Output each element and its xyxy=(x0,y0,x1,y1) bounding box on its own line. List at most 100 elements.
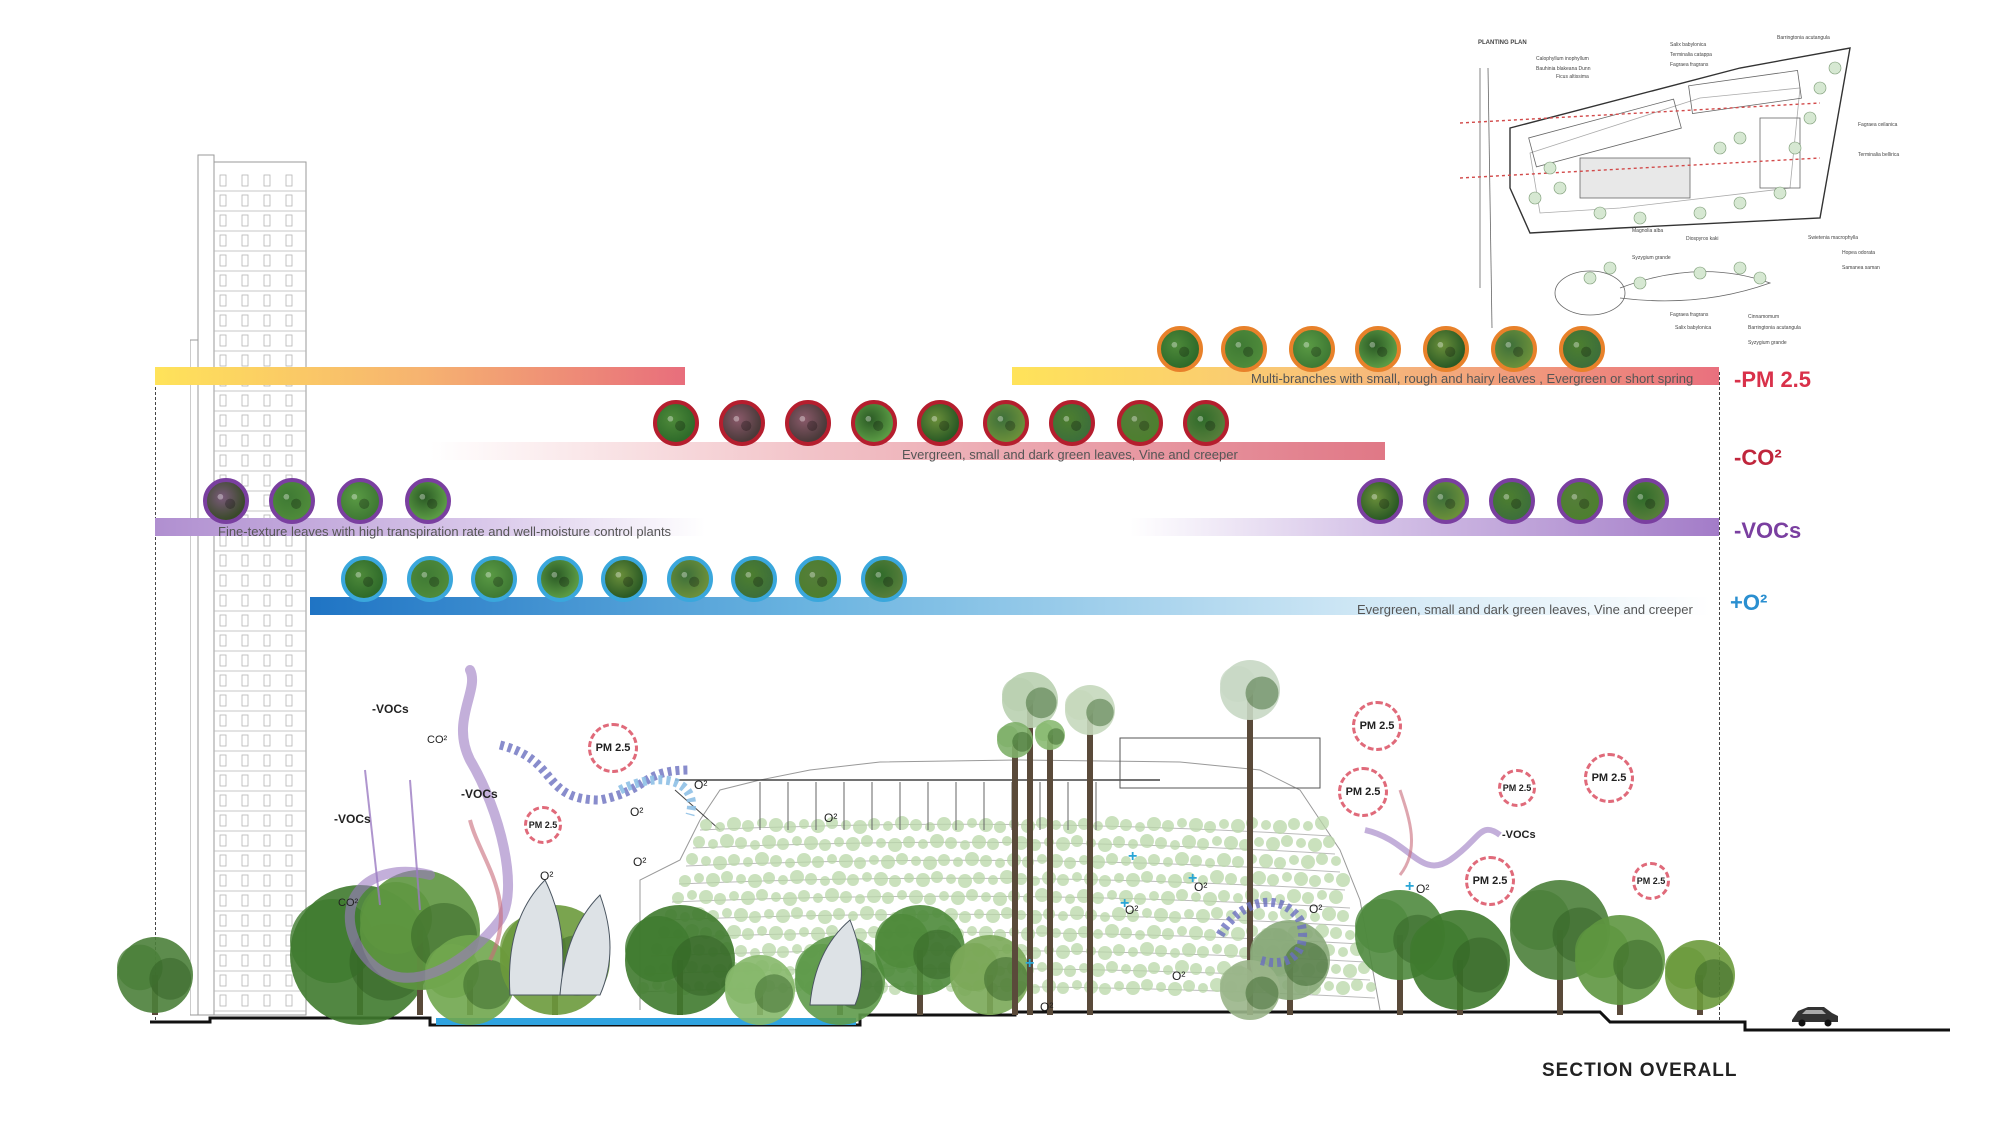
plant-photo-pm25-4 xyxy=(1355,326,1401,372)
terraced-building xyxy=(639,737,1381,1011)
plant-photo-co2-3 xyxy=(785,400,831,446)
planting-plan-label: Calophyllum inophyllum xyxy=(1536,56,1589,62)
plant-photo-vocs-1 xyxy=(203,478,249,524)
o2-flow-dashed-3 xyxy=(1216,897,1308,968)
tree-20 xyxy=(1665,940,1735,1015)
water-pool xyxy=(436,1018,856,1025)
band-o2 xyxy=(310,597,1710,615)
tag-vocs-2: -VOCs xyxy=(461,787,498,801)
vocs-flow-right xyxy=(1364,826,1502,869)
plant-photo-co2-9 xyxy=(1183,400,1229,446)
planting-plan-label: Fagraea fragrans xyxy=(1670,62,1709,68)
plant-photo-o2-3 xyxy=(471,556,517,602)
plant-photo-co2-5 xyxy=(917,400,963,446)
car-icon xyxy=(1792,1007,1838,1027)
planting-plan-label: Hopea odorata xyxy=(1842,250,1876,256)
planting-plan xyxy=(1459,47,1851,329)
band-co2 xyxy=(430,442,1385,460)
pm25-marker: PM 2.5 xyxy=(588,723,638,773)
plus-sign-icon: + xyxy=(1188,870,1198,887)
band-vocs-label: Fine-texture leaves with high transpirat… xyxy=(218,524,672,539)
tree-18 xyxy=(1510,880,1610,1015)
plant-photo-vocs-9 xyxy=(1623,478,1669,524)
planting-plan-label: Terminalia catappa xyxy=(1670,52,1712,58)
plant-photo-pm25-1 xyxy=(1157,326,1203,372)
tree-13 xyxy=(1220,660,1280,1015)
residential-tower xyxy=(190,154,307,1016)
pm25-marker: PM 2.5 xyxy=(1584,753,1634,803)
tree-17 xyxy=(1410,910,1510,1015)
plus-sign-icon: + xyxy=(1405,878,1415,895)
tree-15 xyxy=(1220,960,1280,1020)
o2-marker: O² xyxy=(633,855,647,869)
o2-marker: O² xyxy=(824,811,838,825)
tag-vocs-1: -VOCs xyxy=(372,702,409,716)
vocs-flow-right-2 xyxy=(1398,789,1414,876)
planting-plan-title: PLANTING PLAN xyxy=(1478,40,1527,46)
planting-plan-label: Fagraea ceilanica xyxy=(1858,122,1898,128)
vocs-flow-purple xyxy=(344,665,514,983)
pollutant-o2: +O² xyxy=(1730,590,1768,615)
plus-sign-icon: + xyxy=(1120,895,1130,912)
plant-photo-pm25-3 xyxy=(1289,326,1335,372)
planting-plan-label: Syzygium grande xyxy=(1748,340,1787,346)
planting-plan-label: Ficus altissima xyxy=(1556,74,1589,80)
planting-plan-label: Syzygium grande xyxy=(1632,255,1671,261)
planting-plan-label: Swietenia macrophylla xyxy=(1808,235,1859,241)
planting-plan-label: Barringtonia acutangula xyxy=(1777,35,1830,41)
o2-marker: O² xyxy=(630,805,644,819)
plant-photo-o2-2 xyxy=(407,556,453,602)
plant-photo-vocs-4 xyxy=(405,478,451,524)
vocs-flow-red xyxy=(468,819,503,961)
tag-co2-1: CO² xyxy=(427,734,448,746)
frame-left-dashed xyxy=(155,372,156,1020)
plant-photo-vocs-5 xyxy=(1357,478,1403,524)
pm25-marker: PM 2.5 xyxy=(1338,767,1388,817)
plant-photo-o2-6 xyxy=(667,556,713,602)
planting-plan-label: Bauhinia blakeana Dunn xyxy=(1536,66,1591,72)
o2-marker: O² xyxy=(1309,902,1323,916)
arrow-up-2 xyxy=(409,779,421,911)
tree-22 xyxy=(1035,720,1065,1015)
o2-marker: O² xyxy=(1172,969,1186,983)
plant-photo-o2-7 xyxy=(731,556,777,602)
plant-photo-pm25-2 xyxy=(1221,326,1267,372)
planting-plan-label: Cinnamomum xyxy=(1748,314,1780,320)
band-pm25-right xyxy=(1012,367,1719,385)
planting-plan-label: Barringtonia acutangula xyxy=(1748,325,1801,331)
planting-plan-label: Fagraea fragrans xyxy=(1670,312,1709,318)
plant-photo-co2-8 xyxy=(1117,400,1163,446)
plant-photo-o2-8 xyxy=(795,556,841,602)
pm25-marker: PM 2.5 xyxy=(524,806,562,844)
plant-photo-o2-5 xyxy=(601,556,647,602)
band-vocs-right xyxy=(1130,518,1719,536)
o2-marker: O² xyxy=(694,778,708,792)
plant-photo-pm25-7 xyxy=(1559,326,1605,372)
planting-plan-label: Terminalia bellirica xyxy=(1858,152,1900,158)
planting-plan-label: Salix babylonica xyxy=(1675,325,1712,331)
planting-plan-label: Diospyros kaki xyxy=(1686,236,1719,242)
plant-photo-co2-2 xyxy=(719,400,765,446)
tree-7 xyxy=(725,955,795,1025)
planting-plan-label: Salix babylonica xyxy=(1670,42,1707,48)
o2-marker: O² xyxy=(1194,880,1208,894)
pollutant-pm25: -PM 2.5 xyxy=(1734,367,1812,392)
tree-16 xyxy=(1355,890,1445,1015)
section-illustration xyxy=(117,660,1950,1032)
tag-vocs-3: -VOCs xyxy=(334,812,371,826)
plant-photo-vocs-3 xyxy=(337,478,383,524)
plant-photo-co2-7 xyxy=(1049,400,1095,446)
plant-photo-co2-1 xyxy=(653,400,699,446)
o2-flow-dashed xyxy=(498,740,691,805)
plant-photo-co2-6 xyxy=(983,400,1029,446)
arrow-up-1 xyxy=(364,769,381,906)
plant-photo-o2-4 xyxy=(537,556,583,602)
tag-vocs-4: -VOCs xyxy=(1502,829,1536,841)
plant-photo-vocs-8 xyxy=(1557,478,1603,524)
plant-photo-o2-9 xyxy=(861,556,907,602)
plant-photo-vocs-2 xyxy=(269,478,315,524)
tag-co2-2: CO² xyxy=(338,897,359,909)
plant-photo-pm25-6 xyxy=(1491,326,1537,372)
pollutant-co2: -CO² xyxy=(1734,445,1782,470)
plus-sign-icon: + xyxy=(1025,955,1035,972)
